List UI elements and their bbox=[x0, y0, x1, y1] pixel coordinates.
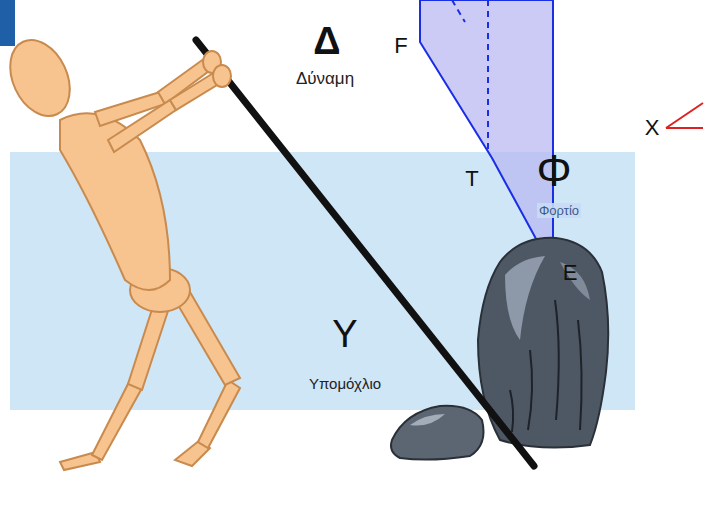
corner-tab bbox=[0, 0, 15, 46]
load-symbol: Φ bbox=[534, 148, 573, 194]
person-figure bbox=[0, 30, 240, 470]
plane-shape bbox=[420, 0, 553, 270]
fulcrum-caption: Υπομόχλιο bbox=[309, 376, 381, 391]
dashed-edge bbox=[487, 0, 489, 150]
fulcrum-rock bbox=[391, 406, 484, 460]
angle-mark bbox=[666, 127, 703, 129]
rock-cracks bbox=[510, 300, 582, 432]
point-letter: E bbox=[563, 262, 578, 284]
rock-highlight bbox=[505, 256, 545, 340]
lever-bar bbox=[196, 40, 534, 466]
rock-highlight bbox=[410, 414, 445, 426]
point-letter: F bbox=[394, 35, 407, 57]
angle-mark bbox=[666, 103, 703, 128]
fulcrum-symbol: Υ bbox=[332, 315, 357, 353]
dashed-edge bbox=[452, 0, 465, 22]
force-caption: Δύναμη bbox=[296, 70, 354, 87]
point-letter: T bbox=[465, 168, 478, 190]
force-symbol: Δ bbox=[313, 22, 340, 60]
rock-highlight bbox=[560, 262, 590, 300]
point-letter: X bbox=[645, 117, 660, 139]
load-caption: Φορτίο bbox=[537, 203, 581, 218]
